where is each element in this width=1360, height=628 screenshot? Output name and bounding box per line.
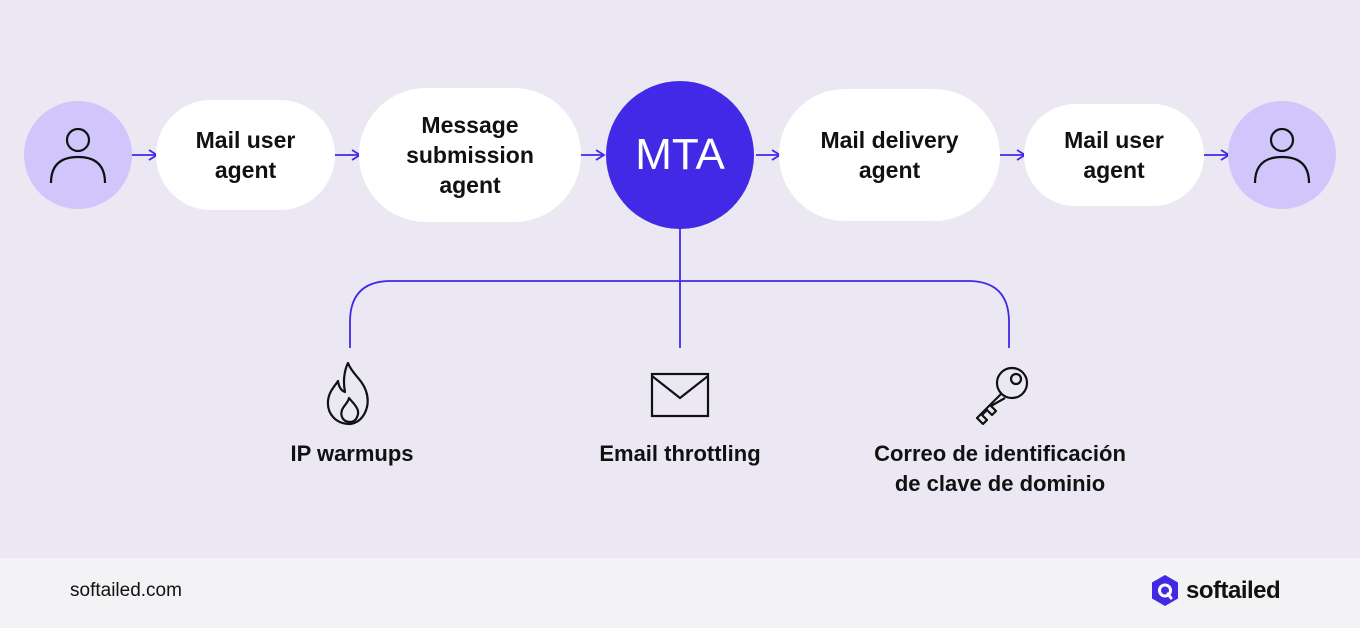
brand-hexagon-icon	[1152, 575, 1178, 606]
person-icon	[1253, 127, 1311, 184]
key-icon	[975, 366, 1029, 425]
feature-label-line: IP warmups	[290, 441, 414, 466]
footer: softailed.com softailed	[0, 558, 1360, 628]
feature-label-email-throttling: Email throttling	[560, 439, 800, 469]
sender-avatar	[24, 101, 132, 209]
feature-label-ip-warmups: IP warmups	[250, 439, 454, 469]
brand-name: softailed	[1186, 577, 1281, 604]
node-label-line: agent	[858, 157, 921, 183]
node-label-line: Mail user	[195, 127, 296, 153]
feature-label-line: Email throttling	[599, 441, 761, 466]
feature-label-dkim: Correo de identificación de clave de dom…	[840, 439, 1160, 499]
recipient-avatar	[1228, 101, 1336, 209]
diagram-canvas: Mail user agent Message submission agent…	[0, 0, 1360, 558]
node-label-line: Mail user	[1064, 127, 1164, 153]
brand-logo: softailed	[1150, 574, 1281, 608]
mta-branch-connector	[349, 229, 1010, 348]
envelope-icon	[650, 372, 710, 418]
mta-node: MTA	[606, 81, 754, 229]
mta-label: MTA	[635, 130, 725, 179]
mail-user-agent-recipient: Mail user agent	[1024, 104, 1204, 206]
person-icon	[49, 127, 107, 184]
node-label-line: Mail delivery	[820, 127, 959, 153]
node-label-line: submission	[406, 142, 534, 168]
flame-icon	[326, 361, 369, 426]
message-submission-agent: Message submission agent	[359, 88, 581, 222]
node-label-line: agent	[214, 157, 277, 183]
node-label-line: agent	[1083, 157, 1145, 183]
connectors	[131, 149, 1231, 348]
footer-url[interactable]: softailed.com	[70, 580, 182, 601]
mail-delivery-agent: Mail delivery agent	[779, 89, 1000, 221]
feature-label-line: Correo de identificación	[874, 441, 1126, 466]
node-label-line: agent	[439, 172, 501, 198]
mail-user-agent-sender: Mail user agent	[156, 100, 335, 210]
node-label-line: Message	[421, 112, 519, 138]
feature-label-line: de clave de dominio	[894, 471, 1106, 496]
